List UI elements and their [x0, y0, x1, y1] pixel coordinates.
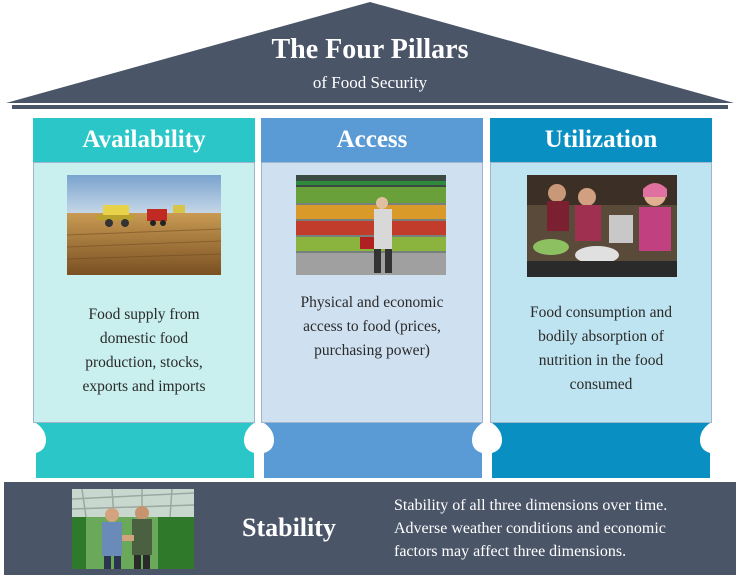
pillar-access-text: Physical and economic access to food (pr…	[270, 291, 474, 363]
pillar-feet	[36, 423, 710, 478]
pillar-availability: Availability	[33, 118, 255, 423]
pillar-access: Access	[261, 118, 483, 423]
pillar-utilization-title: Utilization	[490, 118, 712, 162]
pillar-access-title: Access	[261, 118, 483, 162]
stability-title: Stability	[242, 513, 336, 542]
stability-text: Stability of all three dimensions over t…	[394, 494, 667, 563]
pillar-availability-foot	[36, 423, 254, 478]
supermarket-produce-photo	[296, 175, 446, 275]
text-line: Stability of all three dimensions over t…	[394, 497, 668, 514]
pillar-availability-body: Food supply from domestic food productio…	[33, 162, 255, 423]
text-line: Food supply from	[88, 306, 200, 323]
text-line: domestic food	[99, 330, 189, 347]
text-line: purchasing power)	[314, 342, 430, 359]
text-line: access to food (prices,	[303, 318, 441, 335]
pillar-utilization-text: Food consumption and bodily absorption o…	[499, 301, 703, 397]
pillar-access-body: Physical and economic access to food (pr…	[261, 162, 483, 423]
text-line: Adverse weather conditions and economic	[394, 520, 666, 537]
text-line: factors may affect three dimensions.	[394, 543, 627, 560]
pillar-utilization-foot	[492, 423, 710, 478]
roof-title: The Four Pillars	[271, 34, 469, 65]
roof: The Four Pillars of Food Security	[0, 0, 740, 115]
pillar-access-foot	[264, 423, 482, 478]
text-line: Food consumption and	[529, 304, 673, 321]
pillar-availability-text: Food supply from domestic food productio…	[42, 303, 246, 399]
roof-subtitle: of Food Security	[312, 73, 428, 92]
text-line: exports and imports	[82, 378, 206, 395]
text-line: Physical and economic	[300, 294, 444, 311]
women-cooking-photo	[527, 175, 677, 277]
greenhouse-farmers-photo	[72, 489, 194, 569]
stability-base: Stability Stability of all three dimensi…	[4, 482, 736, 575]
pillar-utilization: Utilization Food consumption and bodily	[490, 118, 712, 423]
combine-harvester-photo	[67, 175, 221, 275]
text-line: nutrition in the food	[538, 352, 664, 369]
text-line: consumed	[569, 376, 633, 393]
text-line: production, stocks,	[85, 354, 203, 371]
text-line: bodily absorption of	[538, 328, 664, 345]
pillar-utilization-body: Food consumption and bodily absorption o…	[490, 162, 712, 423]
pillar-availability-title: Availability	[33, 118, 255, 162]
